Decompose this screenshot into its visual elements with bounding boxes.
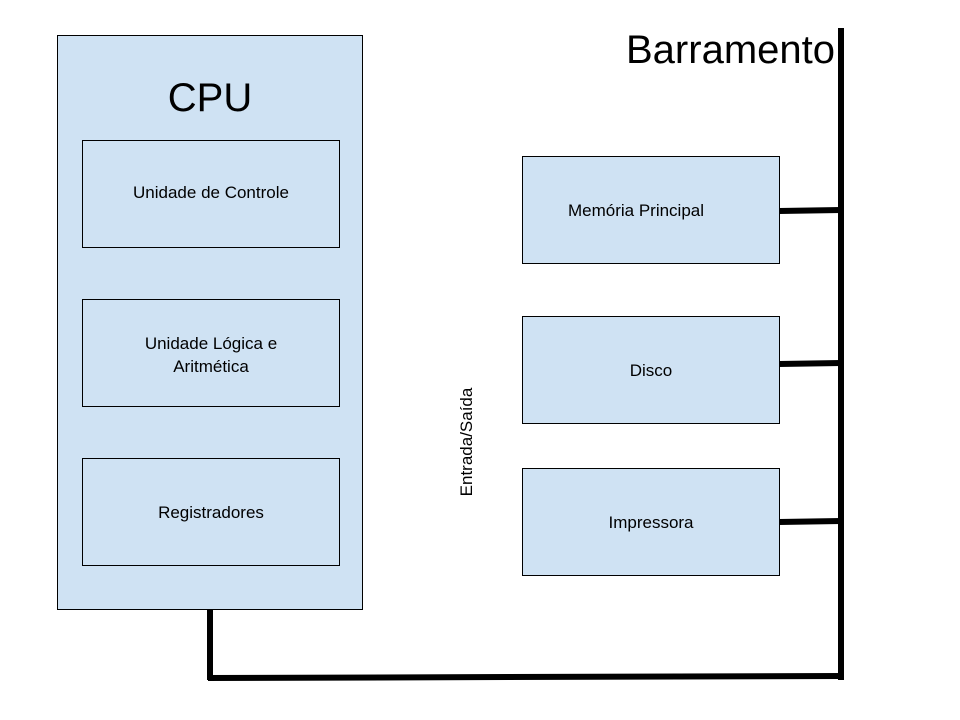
printer-label: Impressora <box>608 512 694 532</box>
io-label: Entrada/Saída <box>457 387 476 497</box>
control-unit-label: Unidade de Controle <box>133 182 289 202</box>
main-memory-box: Memória Principal <box>522 156 780 264</box>
disk-label: Disco <box>629 360 673 380</box>
cpu-title: CPU <box>167 76 253 120</box>
bus-bottom-line <box>207 673 845 681</box>
disk-connector-line <box>778 360 842 367</box>
printer-box: Impressora <box>522 468 780 576</box>
main-memory-label: Memória Principal <box>567 200 705 220</box>
registers-label: Registradores <box>158 502 264 522</box>
printer-connector-line <box>778 518 842 525</box>
bus-title: Barramento <box>626 28 835 72</box>
memory-connector-line <box>778 207 842 214</box>
disk-box: Disco <box>522 316 780 424</box>
registers-box: Registradores <box>82 458 340 566</box>
alu-label: Unidade Lógica e Aritmética <box>144 334 278 376</box>
alu-box: Unidade Lógica e Aritmética <box>82 299 340 407</box>
control-unit-box: Unidade de Controle <box>82 140 340 248</box>
